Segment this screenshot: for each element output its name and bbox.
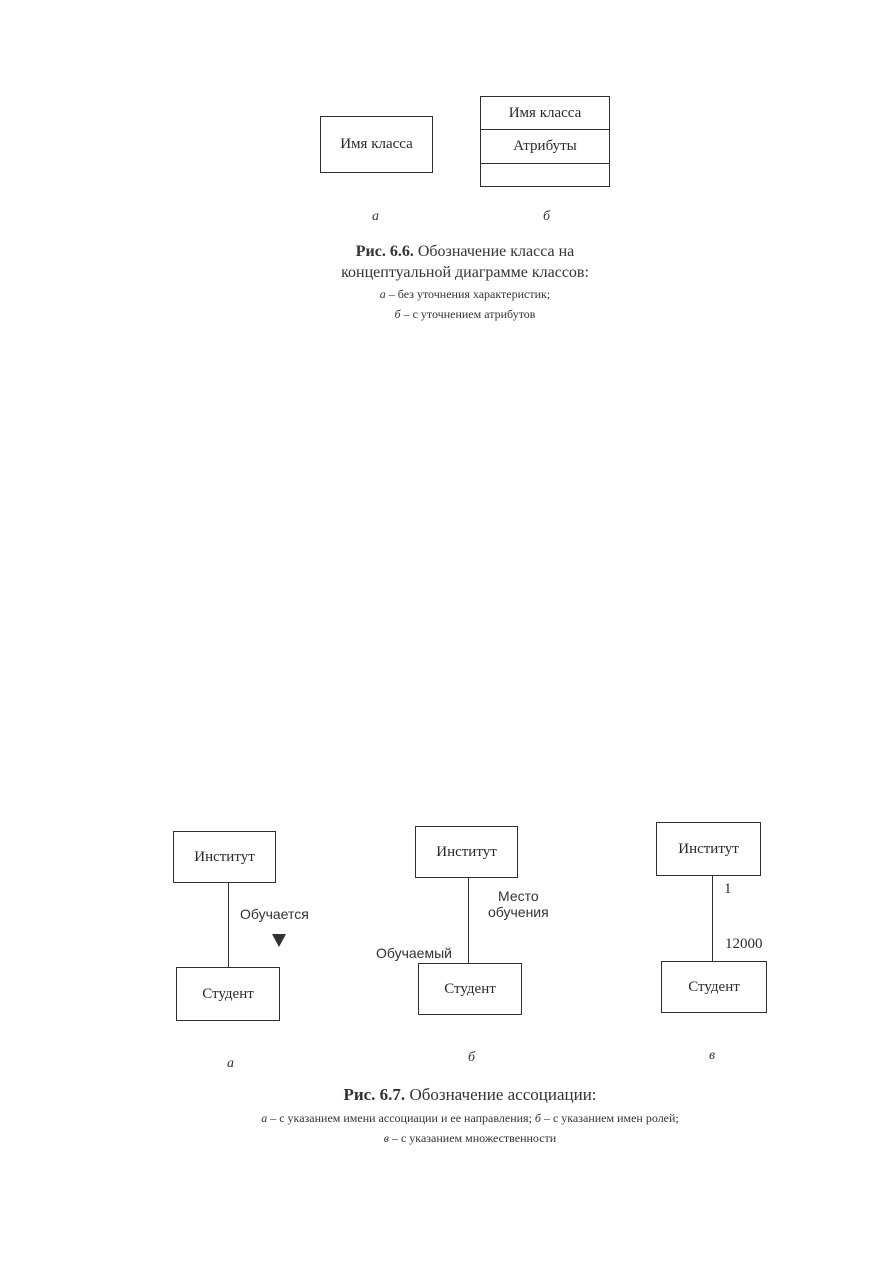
attributes-compartment: Атрибуты xyxy=(481,130,609,164)
class-name-compartment: Имя класса xyxy=(481,97,609,130)
figure-6-7-caption: Рис. 6.7. Обозначение ассоциации: а – с … xyxy=(150,1084,790,1148)
attributes-label: Атрибуты xyxy=(513,138,577,154)
class-name-label: Имя класса xyxy=(508,104,582,121)
operations-compartment xyxy=(481,164,609,186)
caption-item-b: б – с уточнением атрибутов xyxy=(394,307,536,321)
association-line xyxy=(228,883,229,967)
association-line xyxy=(712,876,713,961)
association-name: Обучается xyxy=(240,906,309,922)
subfigure-label-a: а xyxy=(372,209,379,224)
direction-arrow-icon xyxy=(272,934,286,947)
class-box-institute: Институт xyxy=(415,826,518,878)
multiplicity-top: 1 xyxy=(724,881,732,897)
class-box-with-attributes: Имя класса Атрибуты xyxy=(480,96,610,187)
caption-item-c: в – с указанием множественности xyxy=(383,1131,557,1145)
subfigure-label-b: б xyxy=(468,1050,476,1065)
class-box-student: Студент xyxy=(176,967,280,1021)
class-name-label: Имя класса xyxy=(340,136,413,152)
subfigure-label-b: б xyxy=(543,209,551,224)
caption-number: Рис. 6.6. xyxy=(355,243,414,260)
class-box-student: Студент xyxy=(418,963,522,1015)
caption-title: Рис. 6.6. Обозначение класса на xyxy=(250,241,680,262)
association-line xyxy=(468,878,469,963)
caption-number: Рис. 6.7. xyxy=(343,1085,406,1104)
subfigure-label-c: в xyxy=(709,1048,716,1063)
caption-item-a: а – без уточнения характеристик; xyxy=(379,287,551,301)
caption-items-ab: а – с указанием имени ассоциации и ее на… xyxy=(261,1111,679,1125)
class-box-student: Студент xyxy=(661,961,767,1013)
caption-title-line1: Обозначение класса на xyxy=(417,243,575,260)
caption-title: Рис. 6.7. Обозначение ассоциации: xyxy=(343,1085,597,1104)
class-box-institute: Институт xyxy=(656,822,761,876)
caption-title-line2: концептуальной диаграмме классов: xyxy=(341,264,589,281)
class-box-simple: Имя класса xyxy=(320,116,433,173)
class-box-institute: Институт xyxy=(173,831,276,883)
role-name-top: Место обучения xyxy=(488,888,549,921)
role-name-bottom: Обучаемый xyxy=(376,945,452,961)
multiplicity-bottom: 12000 xyxy=(725,936,763,952)
subfigure-label-a: а xyxy=(227,1056,234,1071)
figure-6-6-caption: Рис. 6.6. Обозначение класса на концепту… xyxy=(250,241,680,324)
